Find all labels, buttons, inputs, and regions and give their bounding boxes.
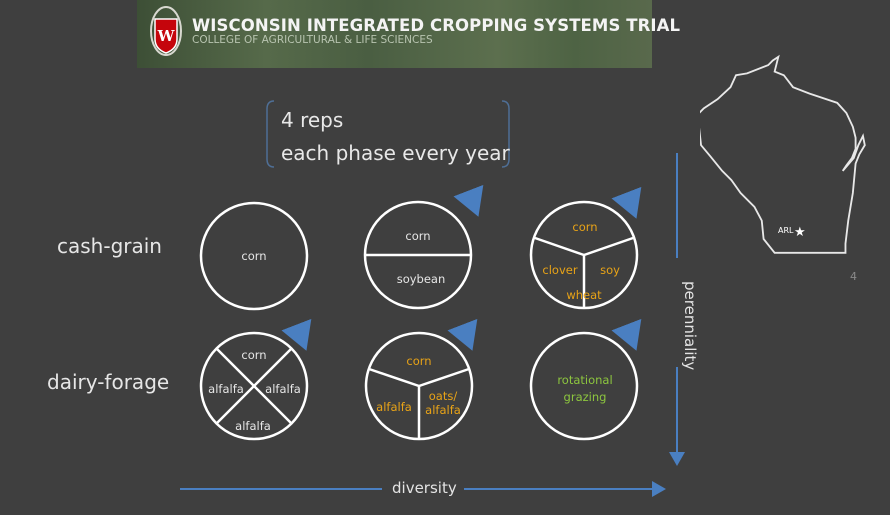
svg-text:soybean: soybean — [397, 272, 446, 286]
note-brackets — [266, 100, 510, 168]
svg-text:corn: corn — [241, 348, 266, 362]
svg-text:alfalfa: alfalfa — [265, 382, 301, 396]
rotation-arrow-icon — [611, 186, 642, 219]
rotation-arrow-icon — [453, 184, 484, 217]
rotation-arrow-icon — [281, 318, 312, 351]
svg-text:clover: clover — [542, 263, 577, 277]
note-reps: 4 reps — [281, 108, 344, 132]
system-df1: corn alfalfa alfalfa alfalfa — [199, 318, 312, 441]
svg-text:oats/: oats/ — [429, 389, 458, 403]
system-cg2: corn soybean — [363, 184, 484, 310]
svg-text:corn: corn — [405, 229, 430, 243]
rotation-arrow-icon — [611, 318, 642, 351]
svg-text:ARL: ARL — [778, 226, 794, 235]
row-label-dairy-forage: dairy-forage — [47, 370, 170, 394]
svg-text:corn: corn — [572, 220, 597, 234]
svg-text:alfalfa: alfalfa — [425, 403, 461, 417]
uw-crest-icon: W — [150, 6, 182, 56]
svg-text:corn: corn — [406, 354, 431, 368]
svg-text:alfalfa: alfalfa — [235, 419, 271, 433]
svg-text:corn: corn — [241, 249, 266, 263]
svg-text:wheat: wheat — [566, 288, 602, 302]
svg-text:rotational: rotational — [557, 373, 612, 387]
diversity-label: diversity — [392, 479, 457, 497]
perenniality-label: perenniality — [681, 281, 699, 371]
svg-text:alfalfa: alfalfa — [376, 400, 412, 414]
rotation-arrow-icon — [447, 318, 478, 351]
banner-subtitle: COLLEGE OF AGRICULTURAL & LIFE SCIENCES — [192, 34, 433, 46]
banner-title: WISCONSIN INTEGRATED CROPPING SYSTEMS TR… — [192, 16, 681, 35]
header-banner: W WISCONSIN INTEGRATED CROPPING SYSTEMS … — [137, 0, 680, 68]
note-phase: each phase every year — [281, 141, 510, 165]
svg-text:soy: soy — [600, 263, 620, 277]
wisconsin-map: ARL ★ — [700, 54, 866, 254]
system-df2: corn alfalfa oats/ alfalfa — [364, 318, 478, 441]
page-number: 4 — [850, 270, 857, 283]
svg-text:W: W — [157, 27, 176, 45]
svg-text:alfalfa: alfalfa — [208, 382, 244, 396]
row-label-cash-grain: cash-grain — [57, 234, 162, 258]
system-df3: rotational grazing — [529, 318, 642, 441]
star-icon: ★ — [794, 225, 806, 240]
svg-text:grazing: grazing — [564, 390, 607, 404]
system-cg1: corn — [199, 201, 309, 311]
system-cg3: corn clover soy wheat — [529, 186, 642, 310]
